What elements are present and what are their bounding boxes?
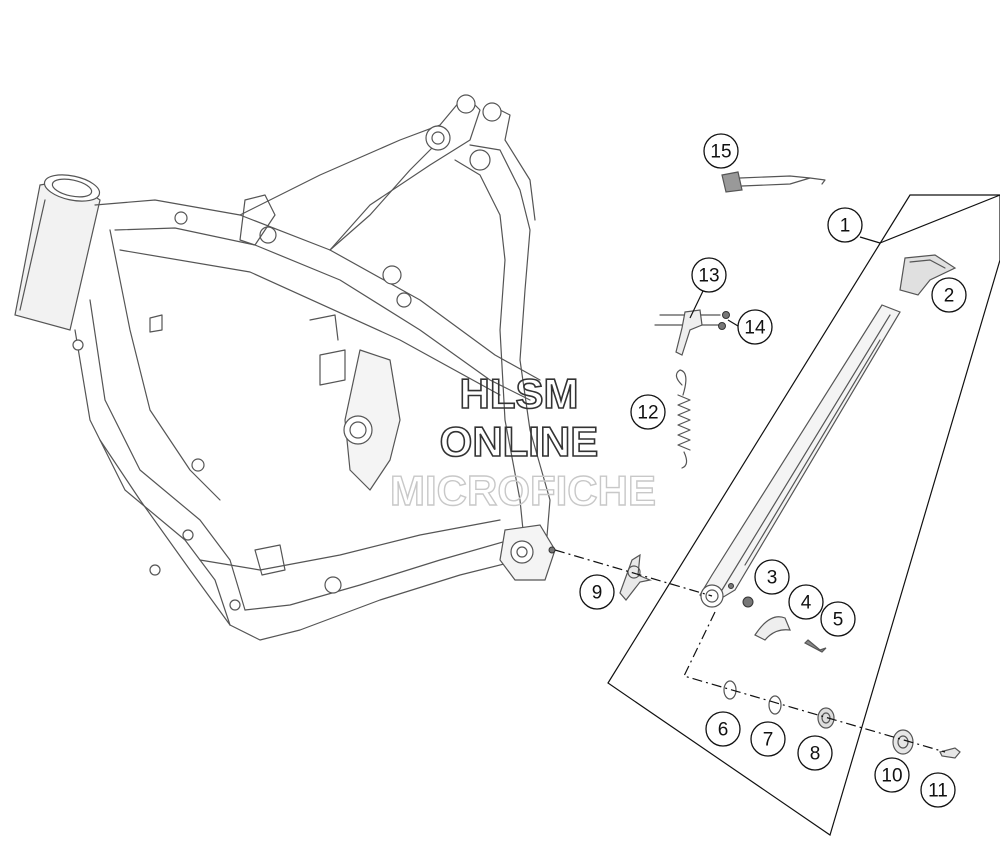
side-stand-leg [699, 304, 901, 608]
assembly-outline-frame [607, 194, 1000, 836]
callout-4[interactable]: 4 [788, 584, 824, 620]
callout-9[interactable]: 9 [579, 574, 615, 610]
callout-2[interactable]: 2 [931, 277, 967, 313]
callout-7-label: 7 [763, 730, 774, 751]
callout-3-label: 3 [767, 568, 778, 589]
callout-12[interactable]: 12 [630, 394, 666, 430]
spring-bracket [654, 309, 730, 356]
callout-13[interactable]: 13 [691, 257, 727, 293]
watermark-line-1: HLSM [460, 370, 579, 417]
callout-13-label: 13 [698, 266, 719, 287]
callout-11[interactable]: 11 [920, 772, 956, 808]
spring-clip [754, 616, 791, 641]
watermark-line-3: MICROFICHE [390, 467, 656, 514]
callout-5-label: 5 [833, 610, 844, 631]
callout-15[interactable]: 15 [703, 133, 739, 169]
washer-6 [723, 680, 737, 700]
spring-hook-tool [721, 171, 826, 193]
callout-4-label: 4 [801, 593, 812, 614]
assembly-axis-line-2 [683, 611, 946, 753]
callout-2-label: 2 [944, 286, 955, 307]
callout-14[interactable]: 14 [737, 309, 773, 345]
callout-8[interactable]: 8 [797, 735, 833, 771]
bushing-8 [817, 707, 835, 729]
bolt-11 [939, 747, 961, 759]
callout-6[interactable]: 6 [705, 711, 741, 747]
steering-head-tube [14, 174, 101, 331]
callout-14-label: 14 [744, 318, 766, 339]
bushing-10 [892, 729, 914, 755]
callout-12-label: 12 [637, 403, 658, 424]
washer-7 [768, 695, 782, 715]
side-stand-foot [899, 254, 957, 296]
callout-9-label: 9 [592, 583, 603, 604]
callouts: 1 2 3 4 5 6 7 8 9 10 11 12 13 14 15 [579, 133, 967, 808]
callout-15-label: 15 [710, 142, 731, 163]
callout-leaders [689, 236, 881, 327]
sidestand-sensor [619, 553, 653, 601]
motorcycle-frame [14, 94, 556, 641]
bolt [804, 639, 827, 653]
callout-11-label: 11 [928, 781, 948, 802]
watermark: HLSM ONLINE MICROFICHE [389, 369, 656, 515]
assembly-axis-line [554, 549, 713, 597]
callout-8-label: 8 [810, 744, 821, 765]
callout-1[interactable]: 1 [827, 207, 863, 243]
assembly-outline-box [879, 194, 1000, 244]
nut [742, 596, 754, 608]
watermark-line-2: ONLINE [440, 418, 599, 465]
callout-5[interactable]: 5 [820, 601, 856, 637]
callout-1-label: 1 [840, 216, 851, 237]
callout-3[interactable]: 3 [754, 559, 790, 595]
callout-10-label: 10 [881, 766, 902, 787]
callout-10[interactable]: 10 [874, 757, 910, 793]
stand-spring [675, 369, 691, 469]
callout-7[interactable]: 7 [750, 721, 786, 757]
callout-6-label: 6 [718, 720, 729, 741]
